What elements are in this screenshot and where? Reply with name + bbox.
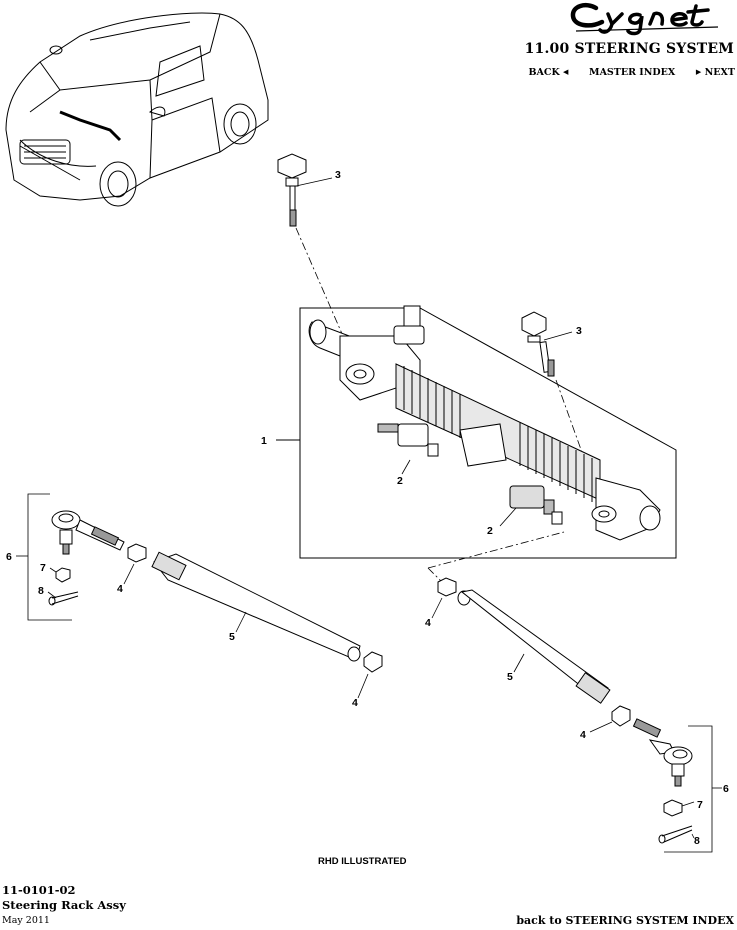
bolt-right xyxy=(521,311,555,377)
callout-lock-nut-right-inner: 4 xyxy=(425,617,431,629)
part-name: Steering Rack Assy xyxy=(2,898,126,912)
callout-tie-rod-end-right: 6 xyxy=(723,783,729,795)
nut-left xyxy=(55,567,71,583)
back-to-index-link[interactable]: back to STEERING SYSTEM INDEX xyxy=(516,914,734,927)
lock-nut-left-inner xyxy=(127,543,147,563)
track-rod-left xyxy=(151,551,361,662)
callout-split-pin-right: 8 xyxy=(694,835,700,847)
callout-tie-rod-end-left: 6 xyxy=(6,551,12,563)
footer-info: 11-0101-02 Steering Rack Assy May 2011 xyxy=(2,883,126,928)
pinion-valve-upper xyxy=(377,423,439,457)
tie-rod-end-left xyxy=(51,510,125,555)
left-bracket xyxy=(27,493,72,621)
part-reference: 11-0101-02 xyxy=(2,883,76,897)
callout-split-pin-left: 8 xyxy=(38,585,44,597)
cygnet-logo xyxy=(570,3,719,36)
nut-right xyxy=(663,799,683,817)
diagram-caption: RHD ILLUSTRATED xyxy=(318,856,407,867)
next-link[interactable]: ▶ NEXT xyxy=(695,67,735,78)
callout-lock-nut-right-outer: 4 xyxy=(580,729,586,741)
navigation-bar: BACK ◀ MASTER INDEX ▶ NEXT xyxy=(529,67,736,78)
track-rod-right xyxy=(457,589,611,704)
callout-pinion-upper: 2 xyxy=(397,475,403,487)
steering-rack xyxy=(308,305,661,541)
rack-assembly-frame xyxy=(276,307,677,559)
callout-rack-assembly: 1 xyxy=(261,435,267,447)
master-index-link[interactable]: MASTER INDEX xyxy=(589,67,676,78)
right-bracket xyxy=(664,725,713,853)
callout-bolt-top: 3 xyxy=(335,169,341,181)
bolt-top xyxy=(277,153,307,227)
callout-nut-left: 7 xyxy=(40,562,46,574)
callout-nut-right: 7 xyxy=(697,799,703,811)
lock-nut-right-outer xyxy=(611,705,631,727)
pinion-valve-lower xyxy=(509,485,563,525)
callout-track-rod-right: 5 xyxy=(507,671,513,683)
section-title: 11.00 STEERING SYSTEM xyxy=(524,41,734,57)
car-thumbnail xyxy=(5,12,269,207)
left-triangle-icon: ◀ xyxy=(563,67,569,76)
tie-rod-end-right xyxy=(632,718,693,787)
callout-lock-nut-left-inner: 4 xyxy=(117,583,123,595)
split-pin-left xyxy=(48,591,79,606)
callout-pinion-lower: 2 xyxy=(487,525,493,537)
back-link[interactable]: BACK ◀ xyxy=(528,67,569,78)
lock-nut-left-outer xyxy=(363,651,383,673)
callout-lock-nut-left-outer: 4 xyxy=(352,697,358,709)
callout-bolt-right: 3 xyxy=(576,325,582,337)
callout-track-rod-left: 5 xyxy=(229,631,235,643)
lock-nut-right-inner xyxy=(437,577,457,597)
split-pin-right xyxy=(658,825,693,844)
right-triangle-icon: ▶ xyxy=(695,67,702,76)
publication-date: May 2011 xyxy=(2,915,50,926)
